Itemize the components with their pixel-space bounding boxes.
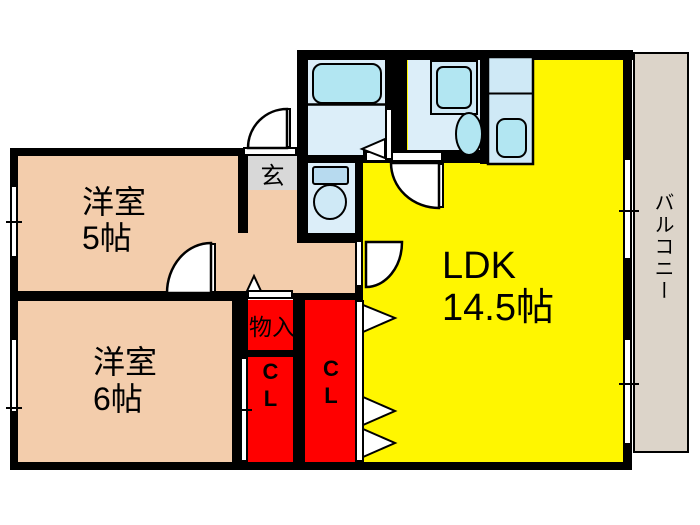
balcony-label: バルコニー bbox=[648, 192, 677, 302]
wall-segment bbox=[297, 155, 363, 163]
ldk-name: LDK bbox=[442, 245, 516, 287]
entrance-door-panel bbox=[283, 108, 291, 148]
washroom-door-panel bbox=[435, 163, 444, 208]
wall-segment bbox=[480, 53, 488, 164]
window-left-2 bbox=[10, 338, 18, 413]
bathroom-door-strip bbox=[385, 108, 393, 160]
closet-left-l: L bbox=[263, 386, 278, 411]
wall-segment bbox=[393, 110, 407, 160]
wall-segment bbox=[355, 163, 363, 240]
wall-segment bbox=[297, 50, 633, 60]
ldk-label: LDK 14.5帖 bbox=[442, 245, 554, 329]
room-5-size: 5帖 bbox=[82, 220, 132, 256]
bathroom bbox=[308, 60, 385, 155]
room5-door-panel bbox=[206, 243, 216, 293]
room-5-label: 洋室 5帖 bbox=[82, 184, 146, 256]
genkan-label: 玄 bbox=[248, 156, 297, 190]
closet-right-l: L bbox=[324, 383, 338, 408]
closet-left bbox=[248, 357, 293, 462]
room-6-name: 洋室 bbox=[93, 344, 158, 380]
wall-segment bbox=[293, 293, 363, 300]
wall-segment bbox=[297, 233, 363, 243]
wall-segment bbox=[247, 350, 293, 357]
window-balcony-1 bbox=[623, 158, 632, 260]
storage-text: 物入 bbox=[249, 314, 295, 340]
wall-segment bbox=[10, 148, 248, 156]
window-left-1 bbox=[10, 185, 18, 258]
wall-segment bbox=[10, 291, 247, 301]
washroom bbox=[408, 60, 480, 150]
room-6-size: 6帖 bbox=[93, 381, 143, 417]
closet-right bbox=[305, 300, 357, 462]
wall-segment bbox=[10, 148, 18, 470]
entrance-door-swing bbox=[246, 107, 289, 150]
closet-right-sliding-door bbox=[355, 300, 364, 462]
closet-left-c: C bbox=[262, 359, 279, 384]
wall-segment bbox=[293, 300, 305, 462]
room-5-name: 洋室 bbox=[82, 184, 147, 220]
toilet-room bbox=[308, 163, 355, 233]
closet-right-label: C L bbox=[305, 355, 357, 409]
closet-left-label: C L bbox=[248, 358, 293, 412]
hall-ldk-doorway bbox=[355, 240, 363, 287]
wall-segment bbox=[297, 53, 308, 243]
room-western-6 bbox=[18, 301, 232, 462]
closet-right-c: C bbox=[323, 356, 339, 381]
balcony-text: バルコニー bbox=[651, 192, 673, 302]
wall-segment bbox=[385, 60, 407, 110]
storage-label: 物入 bbox=[247, 300, 297, 350]
wall-segment bbox=[232, 301, 240, 462]
genkan-text: 玄 bbox=[260, 162, 285, 190]
balcony bbox=[633, 52, 689, 453]
closet-left-sliding-door bbox=[240, 357, 248, 462]
wall-segment bbox=[355, 287, 363, 300]
wall-segment bbox=[10, 462, 632, 470]
wall-segment bbox=[232, 293, 248, 357]
ldk-size: 14.5帖 bbox=[442, 287, 554, 329]
room-6-label: 洋室 6帖 bbox=[93, 344, 157, 418]
window-balcony-2 bbox=[623, 338, 632, 445]
storage-sliding-door bbox=[247, 290, 293, 299]
storage-monoire bbox=[247, 300, 297, 350]
entrance-genkan bbox=[248, 156, 297, 190]
wall-segment bbox=[238, 156, 248, 233]
washroom-threshold bbox=[365, 151, 443, 162]
